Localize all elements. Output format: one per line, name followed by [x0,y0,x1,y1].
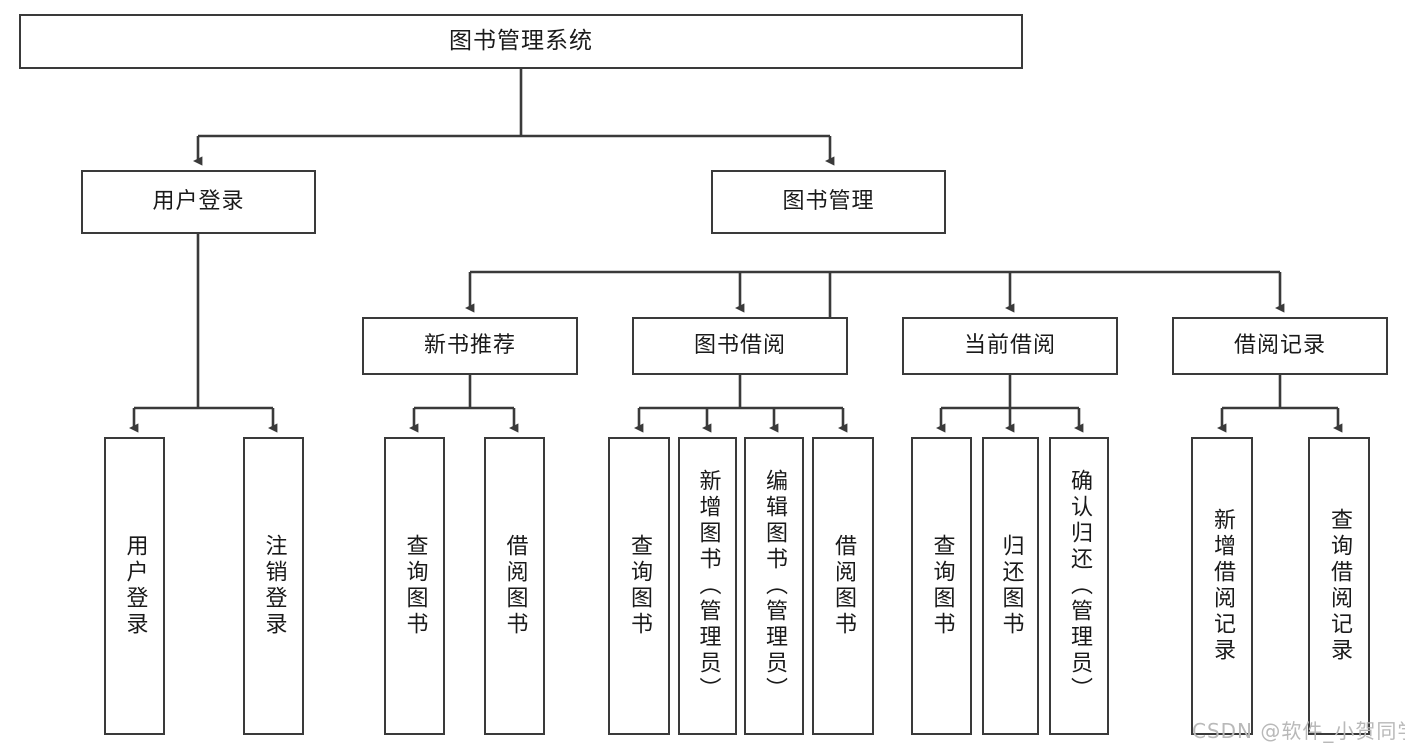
node-label: 用户登录 [152,188,245,214]
node-leaf-user-logout[interactable]: 注销登录 [243,437,304,735]
connector-book-manage-to-level3 [465,270,1285,375]
node-label: 查询图书 [627,534,652,638]
node-label: 确认归还（管理员） [1067,469,1092,703]
node-leaf-query-book-2[interactable]: 查询图书 [608,437,670,735]
node-leaf-edit-book[interactable]: 编辑图书（管理员） [744,437,804,735]
node-label: 图书借阅 [693,332,786,358]
node-label: 图书管理系统 [449,27,593,54]
node-label: 注销登录 [261,534,287,638]
node-label: 借阅图书 [831,534,856,638]
node-label: 查询图书 [929,534,955,638]
node-leaf-borrow-book-1[interactable]: 借阅图书 [484,437,545,735]
node-label: 新书推荐 [423,332,516,358]
connector-root-to-level2 [193,69,835,166]
node-borrow-record[interactable]: 借阅记录 [1172,317,1388,375]
node-book-borrow[interactable]: 图书借阅 [632,317,848,375]
node-label: 查询图书 [402,534,428,638]
node-leaf-confirm-return[interactable]: 确认归还（管理员） [1049,437,1109,735]
connector-user-login-to-leaves [129,234,278,433]
node-root-book-management-system[interactable]: 图书管理系统 [19,14,1023,69]
node-leaf-borrow-book-2[interactable]: 借阅图书 [812,437,874,735]
node-book-manage[interactable]: 图书管理 [711,170,946,234]
node-leaf-return-book[interactable]: 归还图书 [982,437,1039,735]
node-label: 编辑图书（管理员） [762,469,787,703]
node-leaf-add-book[interactable]: 新增图书（管理员） [678,437,737,735]
node-label: 归还图书 [998,534,1024,638]
node-leaf-query-book-3[interactable]: 查询图书 [911,437,972,735]
node-leaf-query-book-1[interactable]: 查询图书 [384,437,445,735]
connector-current-borrow-to-leaves [936,375,1084,433]
node-label: 借阅图书 [502,534,528,638]
connector-book-borrow-to-leaves [634,375,848,433]
node-label: 借阅记录 [1233,332,1326,358]
node-leaf-user-login[interactable]: 用户登录 [104,437,165,735]
node-current-borrow[interactable]: 当前借阅 [902,317,1118,375]
connector-borrow-record-to-leaves [1217,375,1343,433]
node-user-login[interactable]: 用户登录 [81,170,316,234]
node-label: 查询借阅记录 [1327,508,1352,664]
node-leaf-add-record[interactable]: 新增借阅记录 [1191,437,1253,735]
node-label: 用户登录 [122,534,148,638]
node-label: 新增图书（管理员） [695,469,721,703]
node-leaf-query-record[interactable]: 查询借阅记录 [1308,437,1370,735]
node-label: 新增借阅记录 [1210,508,1235,664]
connector-new-book-recommend-to-leaves [409,375,519,433]
node-label: 当前借阅 [963,332,1056,358]
node-label: 图书管理 [782,188,875,214]
node-new-book-recommend[interactable]: 新书推荐 [362,317,578,375]
